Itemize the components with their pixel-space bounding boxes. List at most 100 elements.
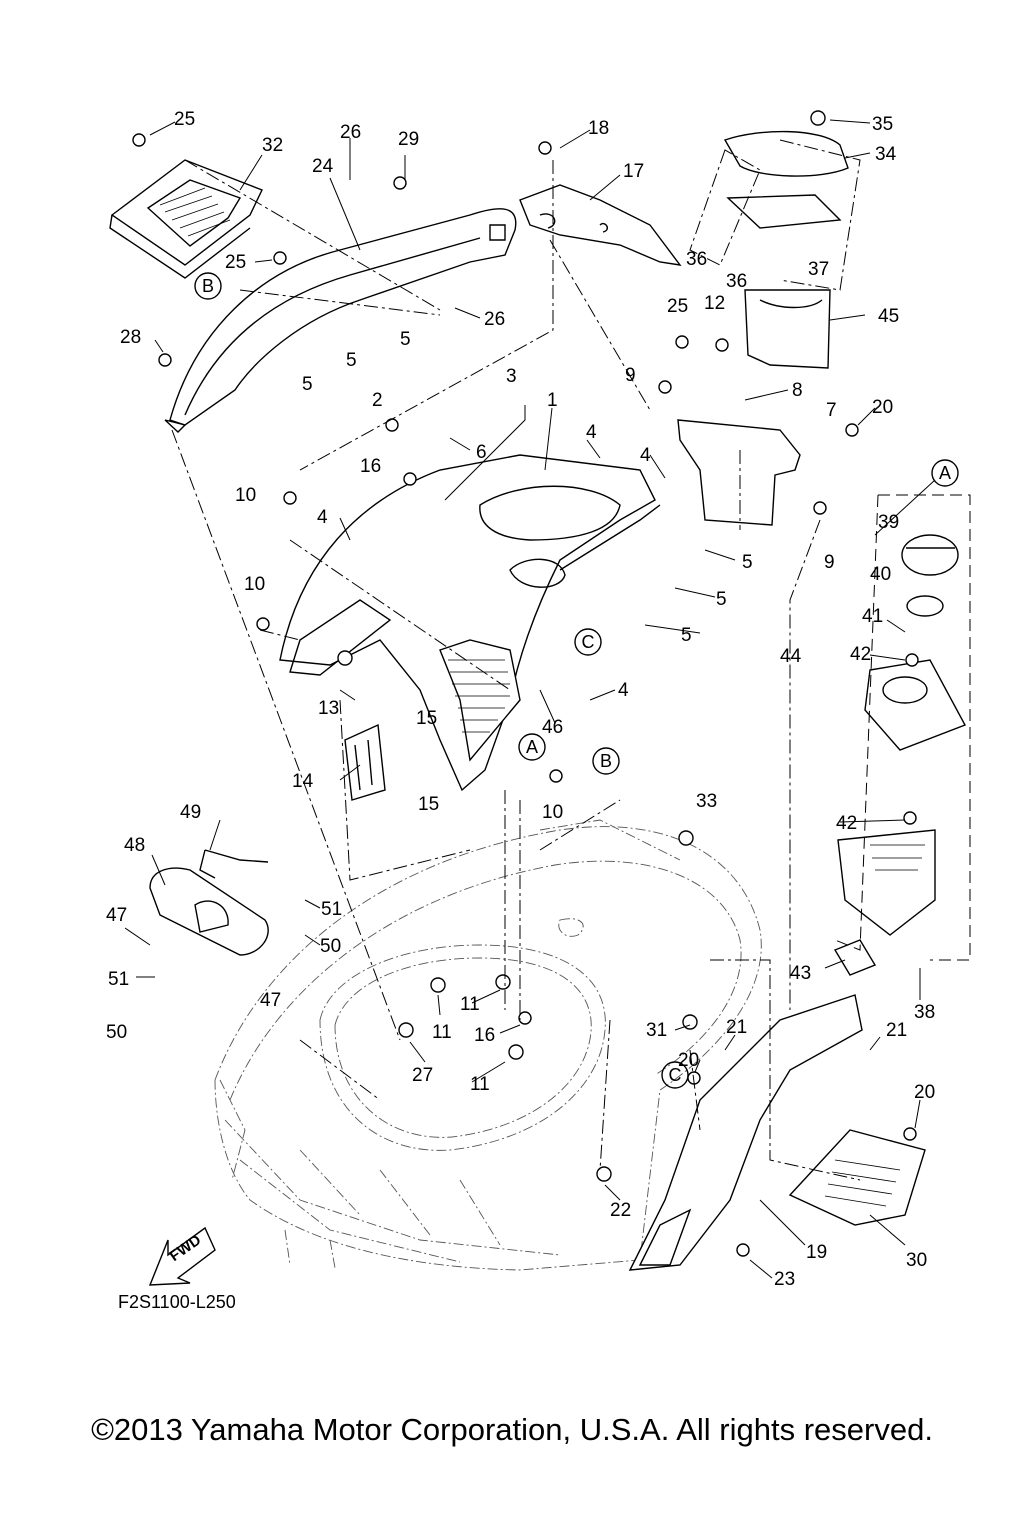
callout-number: 8 bbox=[792, 380, 803, 401]
callout-number: 17 bbox=[623, 161, 644, 182]
callout-number: 41 bbox=[862, 606, 883, 627]
callout-number: 10 bbox=[235, 485, 256, 506]
callout-number: 5 bbox=[716, 589, 727, 610]
callout-number: 11 bbox=[460, 994, 480, 1015]
callout-number: 50 bbox=[320, 936, 341, 957]
reference-code: F2S1100-L250 bbox=[118, 1292, 236, 1312]
callout-number: 29 bbox=[398, 129, 419, 150]
callout-number: 44 bbox=[780, 646, 802, 667]
callout-number: 43 bbox=[790, 963, 811, 984]
callout-number: 3 bbox=[506, 366, 517, 387]
callout-number: 40 bbox=[870, 564, 891, 585]
callout-number: 42 bbox=[836, 813, 857, 834]
callout-number: 9 bbox=[824, 552, 835, 573]
circled-letter: C bbox=[582, 632, 595, 652]
circled-letter: B bbox=[600, 751, 612, 771]
callout-number: 5 bbox=[346, 350, 357, 371]
callout-number: 21 bbox=[726, 1017, 747, 1038]
leader-lines bbox=[124, 119, 936, 1279]
circled-letter: A bbox=[526, 737, 538, 757]
callout-number: 5 bbox=[742, 552, 753, 573]
callout-number: 4 bbox=[618, 680, 629, 701]
callout-number: 47 bbox=[106, 905, 127, 926]
callout-number: 10 bbox=[244, 574, 265, 595]
part-32-left-deck-mat bbox=[109, 159, 263, 279]
callout-number: 42 bbox=[850, 644, 871, 665]
callout-number: 5 bbox=[302, 374, 313, 395]
callout-number: 15 bbox=[418, 794, 439, 815]
callout-number: 45 bbox=[878, 306, 899, 327]
callout-number: 26 bbox=[484, 309, 505, 330]
callout-number: 12 bbox=[704, 293, 725, 314]
part-storage-tray bbox=[837, 829, 936, 936]
callout-number: 22 bbox=[610, 1200, 631, 1221]
fwd-arrow: FWD bbox=[148, 1226, 216, 1286]
callout-number: 28 bbox=[120, 327, 141, 348]
callout-number: 50 bbox=[106, 1022, 127, 1043]
callout-number: 20 bbox=[678, 1050, 699, 1071]
callout-number: 7 bbox=[826, 400, 837, 421]
circled-letter-references: B A C A B C bbox=[194, 272, 959, 1089]
callout-number: 11 bbox=[432, 1022, 452, 1043]
callout-number: 5 bbox=[681, 625, 692, 646]
callout-number: 33 bbox=[696, 791, 717, 812]
callout-number: 4 bbox=[317, 507, 328, 528]
part-1-upper-deck-body bbox=[279, 454, 661, 792]
callout-number: 21 bbox=[886, 1020, 907, 1041]
deck-hull-outline bbox=[214, 819, 762, 1271]
part-34-lid bbox=[723, 130, 849, 229]
callout-number: 16 bbox=[474, 1025, 495, 1046]
fasteners bbox=[132, 110, 919, 1257]
callout-number: 18 bbox=[588, 118, 609, 139]
callout-number: 2 bbox=[372, 390, 383, 411]
callout-numbers: 25 32 26 29 24 18 17 35 34 25 26 36 36 3… bbox=[106, 109, 935, 1290]
circled-letter: A bbox=[939, 463, 951, 483]
part-30-right-deck-mat bbox=[788, 1129, 926, 1226]
part-45-storage-bin bbox=[744, 289, 831, 369]
part-24-rear-grab-bar bbox=[164, 208, 517, 433]
callout-number: 13 bbox=[318, 698, 339, 719]
callout-number: 25 bbox=[667, 296, 688, 317]
callout-number: 47 bbox=[260, 990, 281, 1011]
callout-number: 9 bbox=[625, 365, 636, 386]
callout-number: 5 bbox=[400, 329, 411, 350]
callout-number: 51 bbox=[321, 899, 342, 920]
callout-number: 14 bbox=[292, 771, 314, 792]
callout-number: 10 bbox=[542, 802, 563, 823]
callout-number: 32 bbox=[262, 135, 283, 156]
part-14-bracket bbox=[344, 723, 386, 801]
part-48-tool-kit bbox=[149, 867, 269, 956]
part-17-upper-panel bbox=[519, 184, 682, 266]
callout-number: 51 bbox=[108, 969, 129, 990]
part-19-side-panel bbox=[628, 994, 863, 1271]
callout-number: 15 bbox=[416, 708, 437, 729]
callout-number: 26 bbox=[340, 122, 361, 143]
callout-number: 11 bbox=[470, 1074, 490, 1095]
assembly-guide-lines bbox=[171, 139, 971, 1181]
callout-number: 39 bbox=[878, 512, 899, 533]
callout-number: 36 bbox=[686, 249, 707, 270]
callout-number: 35 bbox=[872, 114, 893, 135]
callout-number: 25 bbox=[174, 109, 195, 130]
part-49-wrench bbox=[199, 849, 269, 879]
callout-number: 27 bbox=[412, 1065, 433, 1086]
callout-number: 1 bbox=[547, 390, 558, 411]
callout-number: 25 bbox=[225, 252, 246, 273]
callout-number: 16 bbox=[360, 456, 381, 477]
callout-number: 37 bbox=[808, 259, 829, 280]
part-39-fuel-cap bbox=[901, 534, 959, 576]
part-43-pad bbox=[833, 939, 877, 976]
callout-number: 46 bbox=[542, 717, 563, 738]
callout-number: 20 bbox=[914, 1082, 935, 1103]
circled-letter: B bbox=[202, 276, 214, 296]
callout-number: 49 bbox=[180, 802, 201, 823]
callout-number: 4 bbox=[586, 422, 597, 443]
callout-number: 6 bbox=[476, 442, 487, 463]
callout-number: 24 bbox=[312, 156, 334, 177]
callout-number: 48 bbox=[124, 835, 145, 856]
copyright-notice: ©2013 Yamaha Motor Corporation, U.S.A. A… bbox=[91, 1412, 933, 1447]
callout-number: 31 bbox=[646, 1020, 667, 1041]
callout-number: 20 bbox=[872, 397, 893, 418]
callout-number: 19 bbox=[806, 1242, 827, 1263]
